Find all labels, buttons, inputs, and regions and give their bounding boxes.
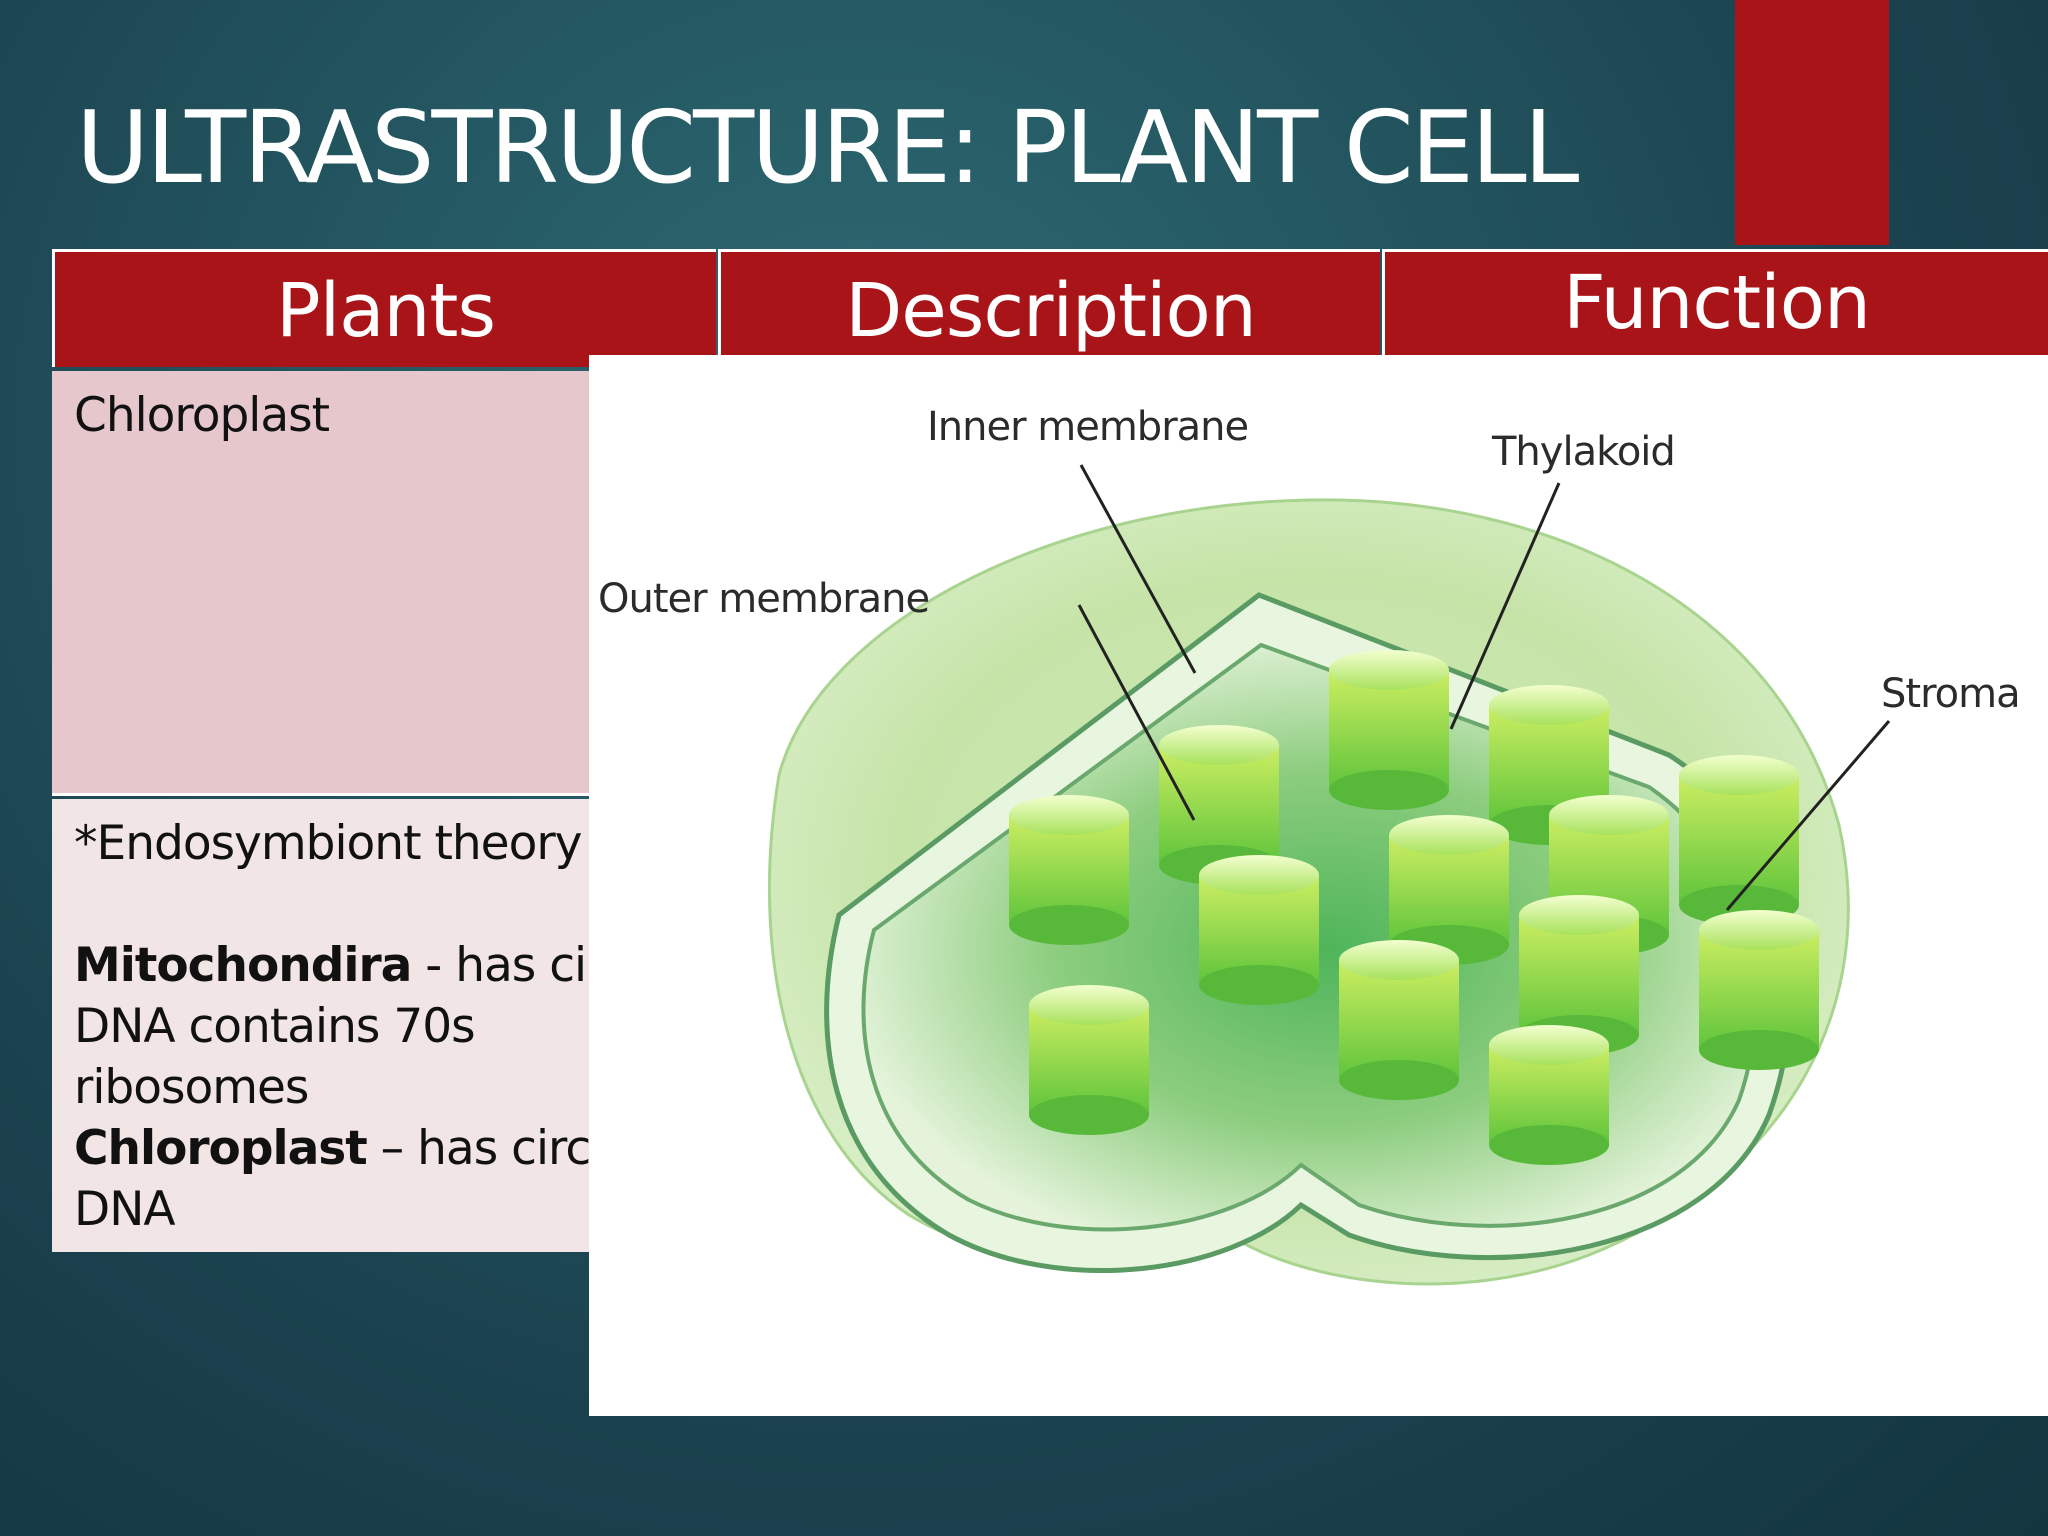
thylakoid-stacks	[1009, 650, 1819, 1165]
label-thylakoid: Thylakoid	[1491, 429, 1675, 475]
mitochondria-line3: ribosomes	[74, 1060, 309, 1115]
endosymbiont-heading: *Endosymbiont theory	[74, 816, 583, 871]
chloroplast-line2: DNA	[74, 1182, 176, 1237]
leader-thylakoid	[1449, 482, 1561, 730]
mitochondria-line2: DNA contains 70s	[74, 999, 476, 1054]
chloroplast-diagram: Inner membrane Thylakoid Outer membrane …	[598, 404, 2021, 1286]
leader-outer-membrane	[1077, 604, 1196, 821]
header-plants: Plants	[52, 249, 716, 367]
slide-title: ULTRASTRUCTURE: PLANT CELL	[76, 89, 1579, 206]
chloroplast-term: Chloroplast	[74, 1121, 368, 1176]
accent-bar	[1735, 0, 1889, 245]
label-inner-membrane: Inner membrane	[927, 404, 1248, 450]
header-function: Function	[1382, 249, 2048, 367]
mitochondria-term: Mitochondira	[74, 938, 412, 993]
leader-inner-membrane	[1079, 464, 1197, 674]
leader-stroma	[1725, 720, 1891, 911]
label-stroma: Stroma	[1881, 671, 2020, 717]
label-outer-membrane: Outer membrane	[598, 576, 929, 622]
chloroplast-label: Chloroplast	[74, 388, 330, 443]
header-description: Description	[718, 249, 1380, 367]
